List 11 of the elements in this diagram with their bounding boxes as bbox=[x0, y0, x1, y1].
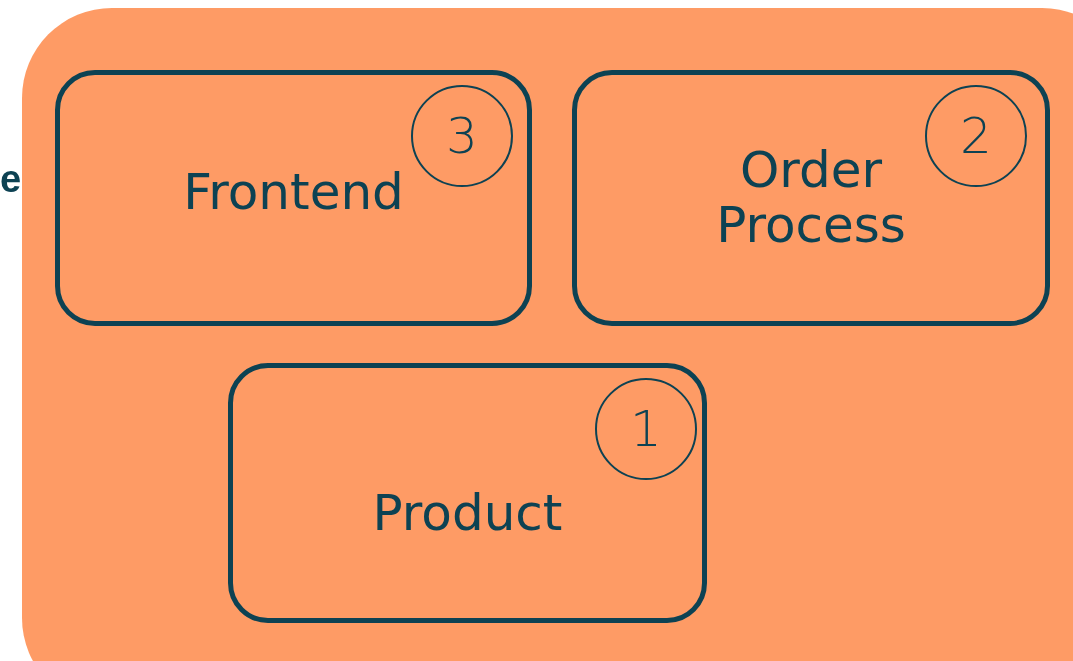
module-box bbox=[55, 70, 532, 326]
number-circle: 2 bbox=[925, 85, 1027, 187]
box-label: Product bbox=[372, 485, 563, 541]
group-panel bbox=[22, 8, 1073, 661]
number-circle: 1 bbox=[595, 378, 697, 480]
box-label: Order Process bbox=[715, 143, 907, 253]
partial-text: e bbox=[0, 158, 22, 201]
module-box bbox=[572, 70, 1050, 326]
module-box bbox=[228, 363, 707, 623]
number-circle: 3 bbox=[411, 85, 513, 187]
box-label: Frontend bbox=[183, 164, 404, 220]
